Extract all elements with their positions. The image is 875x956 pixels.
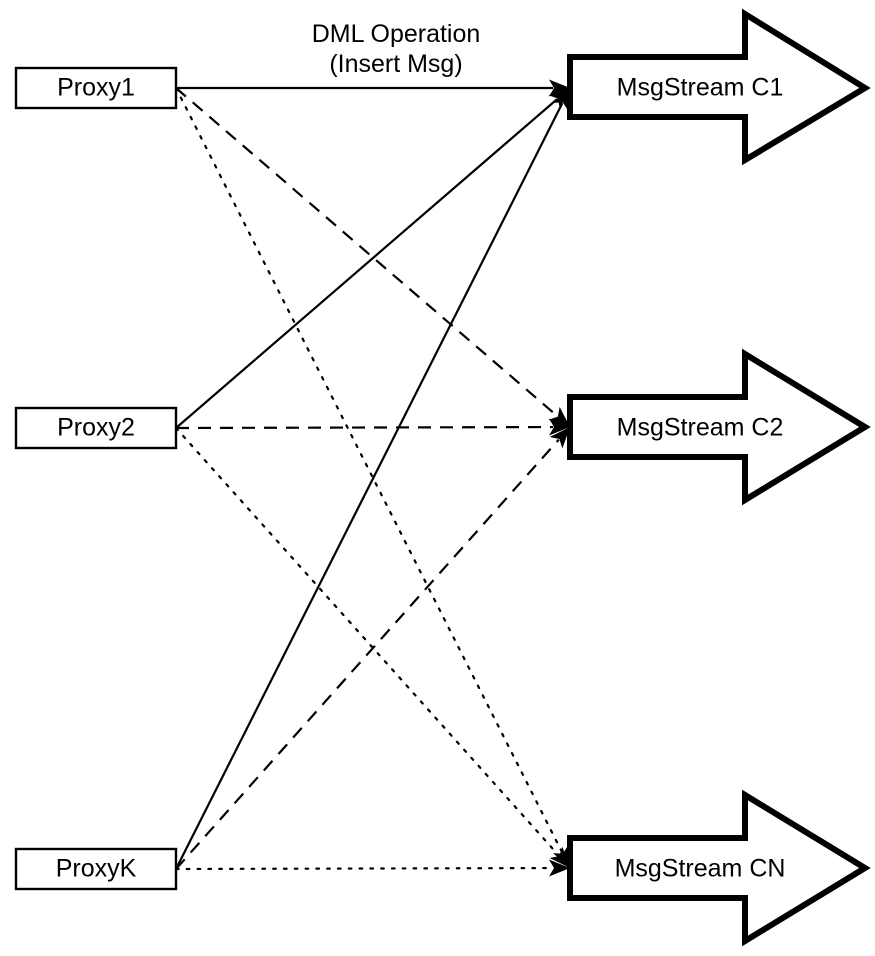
arrowhead-p2-c2 bbox=[548, 418, 570, 436]
edge-p1-c2 bbox=[175, 87, 558, 417]
arrowhead-pk-c2 bbox=[549, 427, 570, 449]
edges-layer bbox=[174, 86, 564, 871]
stream-stream_c2[interactable]: MsgStream C2 bbox=[567, 348, 871, 506]
arrowhead-pk-c1 bbox=[552, 88, 570, 111]
edge-caption-line2: (Insert Msg) bbox=[329, 50, 462, 78]
stream-label: MsgStream C2 bbox=[617, 414, 784, 442]
edge-p2-c1 bbox=[175, 98, 558, 429]
proxy-box bbox=[14, 66, 178, 110]
arrowheads-layer bbox=[548, 79, 570, 877]
stream-label: MsgStream C1 bbox=[617, 74, 784, 102]
proxy-label: ProxyK bbox=[56, 855, 137, 883]
edge-p2-cn bbox=[174, 426, 560, 857]
edge-pk-cn bbox=[174, 866, 555, 871]
stream-arrow-shape bbox=[567, 789, 871, 947]
proxy-label: Proxy2 bbox=[57, 414, 135, 442]
edge-p1-cn bbox=[174, 86, 564, 854]
edge-caption-line1: DML Operation bbox=[312, 20, 481, 48]
proxy-proxy2[interactable]: Proxy2 bbox=[14, 406, 178, 450]
proxy-proxy1[interactable]: Proxy1 bbox=[14, 66, 178, 110]
arrowhead-pk-cn bbox=[548, 859, 570, 877]
stream-stream_c1[interactable]: MsgStream C1 bbox=[567, 8, 871, 166]
edge-pk-c2 bbox=[175, 438, 560, 870]
stream-arrow-shape bbox=[567, 348, 871, 506]
proxy-label: Proxy1 bbox=[57, 74, 135, 102]
stream-label: MsgStream CN bbox=[615, 855, 786, 883]
edge-pk-c1 bbox=[175, 102, 564, 870]
arrowhead-p1-c1 bbox=[549, 79, 570, 97]
stream-stream_cn[interactable]: MsgStream CN bbox=[567, 789, 871, 947]
arrowhead-p2-cn bbox=[549, 846, 570, 868]
proxy-box bbox=[14, 847, 178, 891]
proxy-proxyk[interactable]: ProxyK bbox=[14, 847, 178, 891]
arrowhead-p1-c2 bbox=[548, 406, 570, 427]
stream-arrow-shape bbox=[567, 8, 871, 166]
proxy-box bbox=[14, 406, 178, 450]
edge-caption: DML Operation (Insert Msg) bbox=[312, 20, 481, 78]
streams-layer: MsgStream C1 MsgStream C2 MsgStream CN bbox=[567, 8, 871, 947]
edge-p2-c2 bbox=[175, 425, 554, 430]
